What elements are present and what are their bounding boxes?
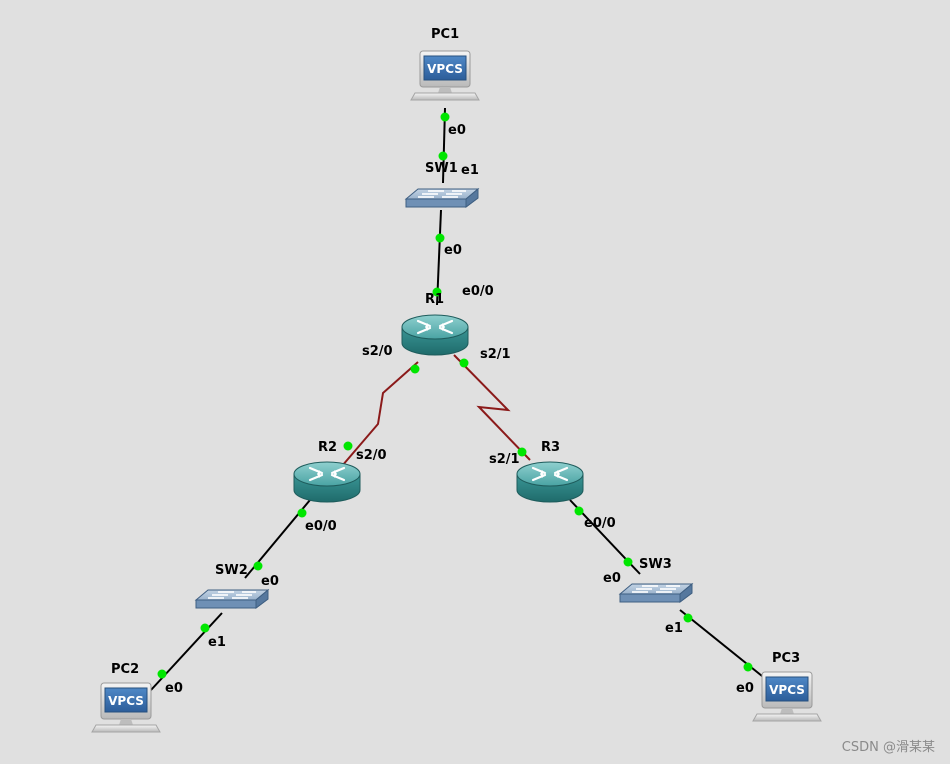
- device-r2[interactable]: [292, 460, 362, 504]
- device-r1[interactable]: [400, 313, 470, 357]
- port-label-sw1-e0: e0: [444, 243, 462, 258]
- port-label-sw2-e0: e0: [261, 574, 279, 589]
- device-pc2[interactable]: VPCS: [91, 682, 161, 733]
- device-labels: PC1 SW1 R1 R2 R3 SW2 SW3 PC2 PC3: [111, 27, 800, 677]
- port-dot-r1-s20: [410, 364, 420, 374]
- label-r2: R2: [318, 440, 337, 455]
- port-dots: [157, 112, 753, 679]
- port-dot-r2-e00: [297, 508, 307, 518]
- label-sw3: SW3: [639, 557, 672, 572]
- device-r3[interactable]: [515, 460, 585, 504]
- port-labels: e0 e1 e0 e0/0 s2/0 s2/1 s2/0 e0/0 s2/1 e…: [165, 123, 754, 696]
- port-label-r2-e00: e0/0: [305, 519, 337, 534]
- port-dot-sw2-e1: [200, 623, 210, 633]
- label-sw2: SW2: [215, 563, 248, 578]
- port-label-pc3-e0: e0: [736, 681, 754, 696]
- port-dot-r1-e00: [432, 287, 442, 297]
- port-label-pc2-e0: e0: [165, 681, 183, 696]
- port-label-r1-e00: e0/0: [462, 284, 494, 299]
- pc2-vpcs-badge: VPCS: [108, 694, 144, 708]
- port-dot-pc3-e0: [743, 662, 753, 672]
- device-pc3[interactable]: VPCS: [752, 671, 822, 722]
- port-dot-sw3-e0: [623, 557, 633, 567]
- label-sw1: SW1: [425, 161, 458, 176]
- pc3-vpcs-badge: VPCS: [769, 683, 805, 697]
- port-label-pc1-e0: e0: [448, 123, 466, 138]
- port-label-r2-s20: s2/0: [356, 448, 387, 463]
- label-r1: R1: [425, 292, 444, 307]
- port-label-sw3-e1: e1: [665, 621, 683, 636]
- port-dot-r3-s21: [517, 447, 527, 457]
- device-pc1[interactable]: VPCS: [410, 50, 480, 101]
- port-dot-sw3-e1: [683, 613, 693, 623]
- watermark: CSDN @滑某某: [842, 740, 935, 755]
- port-label-r3-s21: s2/1: [489, 452, 520, 467]
- port-dot-sw1-e1: [438, 151, 448, 161]
- link-r1-r3-serial: [453, 354, 531, 461]
- label-pc2: PC2: [111, 662, 139, 677]
- port-label-r1-s20: s2/0: [362, 344, 393, 359]
- port-dot-r2-s20: [343, 441, 353, 451]
- port-label-sw2-e1: e1: [208, 635, 226, 650]
- port-dot-pc2-e0: [157, 669, 167, 679]
- port-dot-sw1-e0: [435, 233, 445, 243]
- port-dot-r3-e00: [574, 506, 584, 516]
- port-dot-r1-s21: [459, 358, 469, 368]
- port-label-r1-s21: s2/1: [480, 347, 511, 362]
- port-label-sw3-e0: e0: [603, 571, 621, 586]
- device-sw1[interactable]: [405, 188, 479, 208]
- label-r3: R3: [541, 440, 560, 455]
- device-sw2[interactable]: [195, 589, 269, 609]
- device-sw3[interactable]: [619, 583, 693, 603]
- label-pc1: PC1: [431, 27, 459, 42]
- port-dot-pc1-e0: [440, 112, 450, 122]
- link-r1-r2-serial: [341, 361, 419, 467]
- label-pc3: PC3: [772, 651, 800, 666]
- port-dot-sw2-e0: [253, 561, 263, 571]
- port-label-sw1-e1: e1: [461, 163, 479, 178]
- pc1-vpcs-badge: VPCS: [427, 62, 463, 76]
- port-label-r3-e00: e0/0: [584, 516, 616, 531]
